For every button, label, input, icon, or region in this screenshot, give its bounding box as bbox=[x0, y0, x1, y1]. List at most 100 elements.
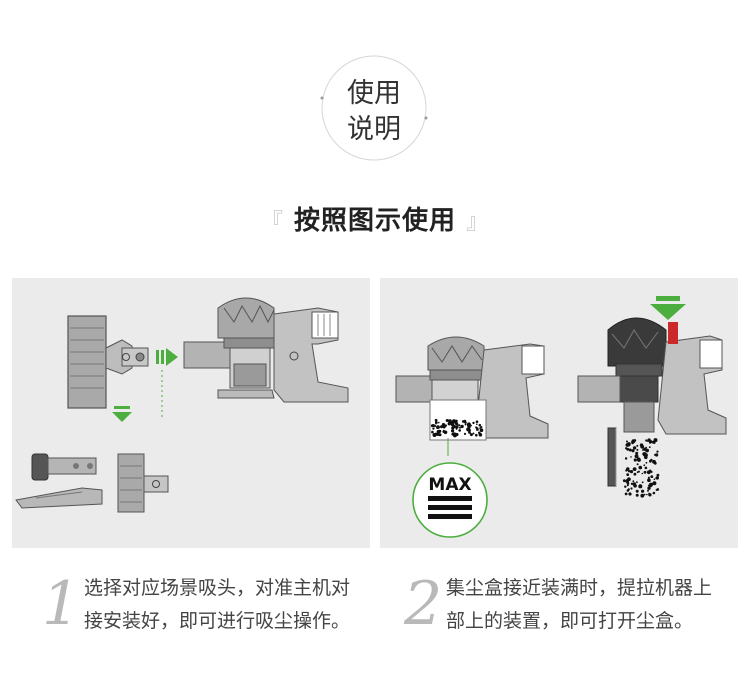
badge-line-2: 说明 bbox=[347, 114, 401, 145]
brush-attachment bbox=[31, 453, 97, 481]
step-1-text: 选择对应场景吸头，对准主机对接安装好，即可进行吸尘操作。 bbox=[84, 577, 351, 632]
dust-speck bbox=[451, 432, 455, 436]
dust-speck bbox=[645, 439, 648, 442]
dust-speck bbox=[649, 459, 652, 463]
dust-speck bbox=[626, 484, 629, 487]
dust-speck bbox=[653, 454, 656, 456]
dust-speck bbox=[622, 479, 626, 483]
dust-speck bbox=[647, 486, 651, 490]
dust-speck bbox=[444, 424, 447, 427]
dust-speck bbox=[636, 481, 638, 484]
floor-head-attachment bbox=[67, 315, 149, 409]
step-1-number: 1 bbox=[42, 569, 81, 639]
dust-speck bbox=[627, 442, 631, 446]
dust-speck bbox=[643, 470, 647, 474]
dust-speck bbox=[475, 420, 479, 423]
dust-speck bbox=[451, 429, 455, 433]
dust-speck bbox=[636, 463, 639, 466]
dust-speck bbox=[442, 430, 445, 433]
dust-speck bbox=[464, 423, 467, 426]
dust-speck bbox=[455, 425, 459, 429]
dust-speck bbox=[632, 480, 635, 483]
dust-speck bbox=[647, 478, 651, 482]
dust-speck bbox=[634, 454, 639, 459]
heading-close-bracket: 』 bbox=[466, 210, 490, 235]
dust-speck bbox=[647, 489, 649, 492]
dust-speck bbox=[459, 426, 461, 429]
dust-speck bbox=[478, 423, 482, 427]
dust-speck bbox=[475, 433, 478, 437]
vacuum-opened-bin bbox=[577, 317, 727, 435]
dust-speck bbox=[643, 464, 646, 467]
dust-speck bbox=[636, 457, 641, 461]
dust-speck bbox=[632, 446, 637, 450]
dust-speck bbox=[645, 461, 648, 464]
badge-line-1: 使用 bbox=[347, 78, 401, 109]
dust-speck bbox=[641, 472, 644, 475]
dust-speck bbox=[436, 426, 439, 429]
step-2-number: 2 bbox=[404, 569, 443, 639]
dust-falling-particles bbox=[622, 438, 660, 498]
vacuum-main-body bbox=[183, 297, 349, 403]
max-label: MAX bbox=[428, 475, 471, 495]
dust-speck bbox=[633, 472, 637, 476]
badge-label: 使用 说明 bbox=[318, 76, 430, 148]
dust-speck bbox=[624, 492, 628, 496]
dust-speck bbox=[438, 433, 442, 437]
dust-speck bbox=[436, 429, 441, 434]
dust-speck bbox=[452, 419, 456, 424]
illustration-empty-bin: MAX bbox=[380, 278, 738, 548]
dust-speck bbox=[457, 424, 460, 426]
dust-speck bbox=[626, 447, 630, 451]
mini-head-attachment bbox=[117, 453, 169, 513]
release-lever-icon bbox=[668, 322, 678, 344]
dust-speck bbox=[630, 487, 633, 490]
dust-speck bbox=[480, 429, 483, 432]
dust-speck bbox=[640, 493, 645, 498]
dust-speck bbox=[472, 421, 475, 425]
dust-speck bbox=[646, 493, 648, 496]
badge-circle bbox=[320, 55, 428, 161]
dust-speck bbox=[466, 427, 471, 432]
dust-speck bbox=[447, 419, 450, 422]
dust-speck bbox=[432, 427, 435, 430]
dust-speck bbox=[648, 493, 652, 497]
pull-up-arrow-icon bbox=[650, 296, 686, 320]
dust-speck bbox=[656, 450, 659, 453]
instructions-badge: 使用 说明 bbox=[318, 52, 430, 164]
heading-title: 按照图示使用 bbox=[293, 206, 456, 236]
dust-speck bbox=[632, 467, 637, 471]
dust-speck bbox=[628, 492, 632, 496]
dust-speck bbox=[433, 424, 436, 428]
dust-speck bbox=[652, 481, 657, 486]
heading-open-bracket: 『 bbox=[260, 210, 284, 235]
dust-speck bbox=[479, 427, 481, 429]
dust-speck bbox=[430, 424, 434, 428]
dust-speck bbox=[642, 452, 647, 456]
dust-speck bbox=[458, 429, 461, 432]
step-2-text: 集尘盒接近装满时，提拉机器上部上的装置，即可打开尘盒。 bbox=[446, 577, 713, 632]
dust-speck bbox=[650, 470, 653, 473]
dust-speck bbox=[626, 482, 630, 485]
dust-speck bbox=[652, 459, 656, 464]
dust-speck bbox=[631, 449, 635, 453]
dust-speck bbox=[643, 493, 646, 496]
illustration-attach-head bbox=[12, 278, 370, 548]
dust-speck bbox=[655, 476, 659, 480]
dust-speck bbox=[652, 491, 656, 495]
dust-speck bbox=[655, 489, 658, 491]
dust-speck bbox=[451, 426, 455, 430]
dust-speck bbox=[435, 422, 438, 425]
dust-speck bbox=[650, 475, 654, 478]
dust-speck bbox=[635, 493, 639, 497]
dust-speck bbox=[645, 448, 649, 453]
dust-speck bbox=[633, 458, 637, 462]
dust-speck bbox=[472, 432, 475, 435]
dust-speck bbox=[626, 473, 630, 476]
dust-speck bbox=[647, 438, 651, 442]
dust-speck bbox=[476, 428, 479, 431]
dust-speck bbox=[480, 426, 483, 429]
insert-arrow-icon bbox=[156, 348, 178, 366]
section-heading: 『 按照图示使用 』 bbox=[0, 200, 750, 237]
dust-speck bbox=[656, 473, 660, 477]
